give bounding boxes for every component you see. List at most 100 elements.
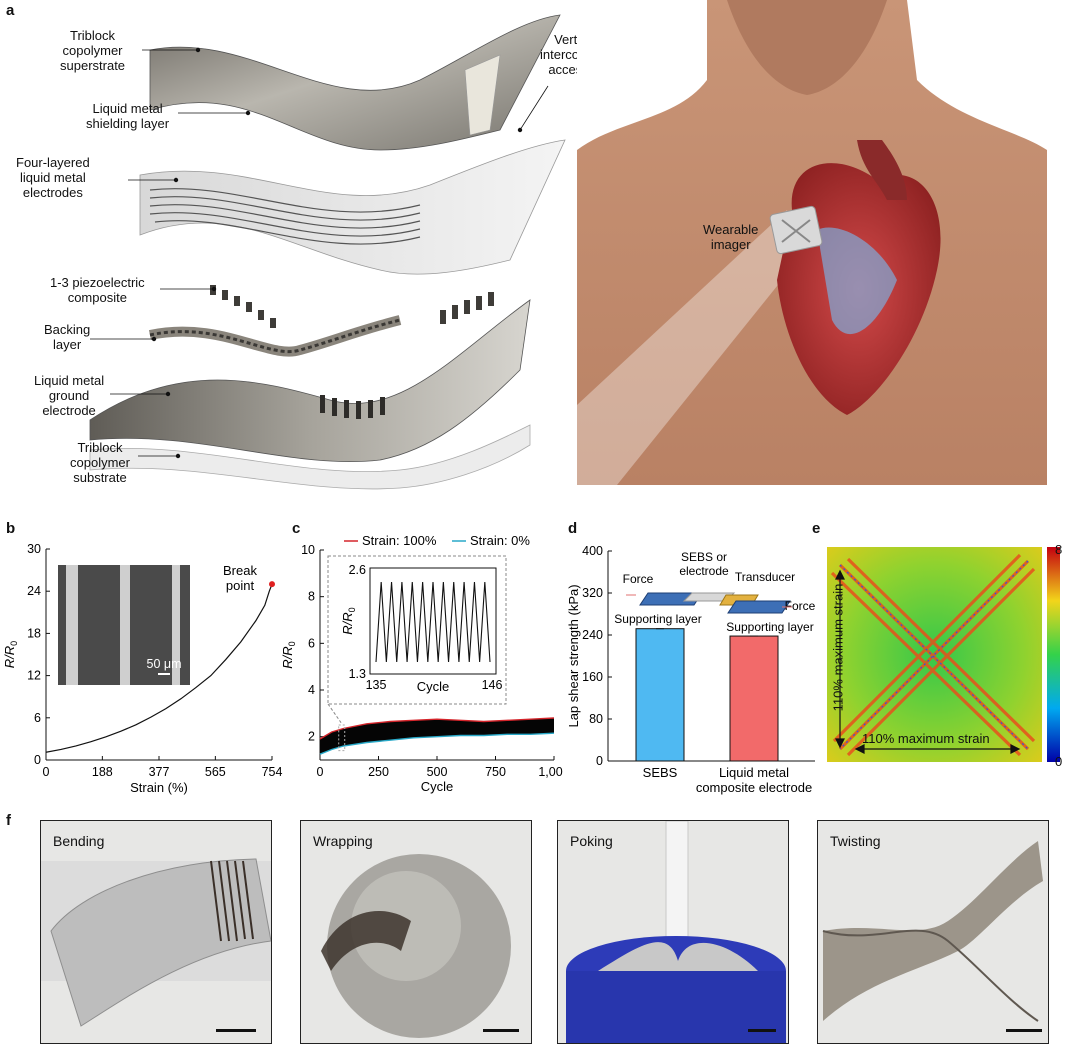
x-axis-label: Cycle [421,779,454,794]
y-tick-label: 18 [27,626,41,640]
y-tick-label: 400 [582,544,603,558]
schematic-sebs-line2: electrode [679,564,729,578]
annotation-break: Break [223,563,257,578]
panel-label-a: a [6,2,15,19]
scale-bar [748,1029,776,1032]
inset-axes [369,567,497,675]
x-category-label: composite electrode [696,780,812,795]
y-tick-label: 12 [27,669,41,683]
photo-wrapping: Wrapping [300,820,532,1044]
torso-with-heart-illustration [577,0,1047,485]
schematic-force-left: Force [623,572,654,586]
inset-scale-label: 50 μm [147,657,182,671]
schematic-left-support [639,592,703,606]
x-tick-label: 0 [43,765,50,779]
series-line-1 [319,732,555,755]
y-tick-label: 4 [308,683,315,697]
scale-bar [216,1029,256,1032]
x-tick-label: 1,000 [538,765,563,779]
x-category-label: SEBS [643,765,678,780]
photo-twisting: Twisting [817,820,1049,1044]
x-tick-label: 250 [368,765,389,779]
y-tick-label: 6 [34,711,41,725]
photo-label-twisting: Twisting [830,833,881,849]
y-axis-label: R/R0 [280,641,297,668]
inset-micrograph [58,565,190,685]
inset-connector [327,703,342,723]
y-tick-label: 320 [582,586,603,600]
photo-bending: Bending [40,820,272,1044]
panel-label-f: f [6,812,11,829]
y-axis-label: R/R0 [2,641,19,668]
x-tick-label: 0 [317,765,324,779]
schematic-sebs-line1: SEBS or [681,550,727,564]
label-vertical-strain: 110% maximum strain [830,583,846,712]
photo-label-wrapping: Wrapping [313,833,373,849]
y-axis-label: Lap shear strength (kPa) [566,584,581,727]
colorbar-max-label: 8 [1055,542,1063,557]
schematic-transducer-label: Transducer [735,570,795,584]
inset-y-axis-label: R/R0 [340,607,357,634]
y-tick-label: 240 [582,628,603,642]
panel-label-d: d [568,520,578,537]
inset-frame [327,555,507,705]
label-horizontal-strain: 110% maximum strain [862,731,990,746]
schematic-support-left: Supporting layer [614,612,701,626]
panel-label-c: c [292,520,301,537]
inset-trace [120,565,130,685]
inset-wave [375,581,491,663]
bar-1 [729,635,779,762]
schematic-support-right: Supporting layer [726,620,813,634]
inset-x-tick-label: 135 [366,678,387,692]
inset-y-tick-label: 1.3 [349,667,366,681]
x-tick-label: 377 [149,765,170,779]
schematic-force-right: Force [785,599,816,613]
y-tick-label: 6 [308,636,315,650]
inset-y-tick-label: 2.6 [349,563,366,577]
schematic-right-support [727,600,791,614]
y-tick-label: 160 [582,670,603,684]
photo-label-poking: Poking [570,833,613,849]
scale-bar [483,1029,519,1032]
x-tick-label: 188 [92,765,113,779]
panel-label-b: b [6,520,16,537]
y-tick-label: 0 [596,754,603,768]
x-tick-label: 565 [205,765,226,779]
annotation-point: point [226,578,255,593]
x-axis-label: Strain (%) [130,780,188,795]
y-tick-label: 2 [308,730,315,744]
strain-simulation-map [827,547,1060,762]
y-tick-label: 8 [308,590,315,604]
x-tick-label: 750 [485,765,506,779]
exploded-layer-illustration [89,14,566,490]
y-tick-label: 24 [27,584,41,598]
y-tick-label: 80 [589,712,603,726]
inset-x-tick-label: 146 [482,678,503,692]
break-point-marker [269,581,275,588]
x-category-label: Liquid metal [719,765,789,780]
bar-0 [635,628,685,762]
series-line [45,583,273,753]
y-tick-label: 10 [301,543,315,557]
inset-x-axis-label: Cycle [417,679,450,694]
panel-label-e: e [812,520,821,537]
x-tick-label: 754 [262,765,283,779]
y-tick-label: 0 [34,753,41,767]
photo-poking: Poking [557,820,789,1044]
photo-label-bending: Bending [53,833,105,849]
legend-label-0: Strain: 0% [470,533,530,548]
colorbar-min-label: 0 [1055,754,1063,769]
inset-scale-bar [158,673,170,675]
y-tick-label: 30 [27,542,41,556]
scale-bar [1006,1029,1042,1032]
